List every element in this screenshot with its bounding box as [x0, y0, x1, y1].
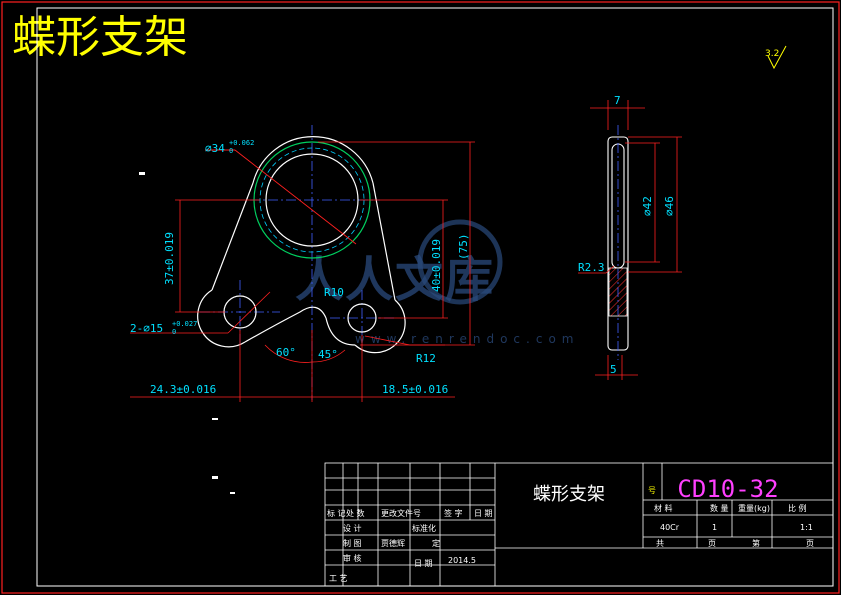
- tb-material: 40Cr: [660, 523, 680, 532]
- dim-holes-tol-lower: 0: [172, 328, 176, 336]
- tb-label-doc: 更改文件号: [381, 508, 421, 518]
- watermark-text: 人人文库: [295, 252, 496, 308]
- side-dim-46: ⌀46: [663, 196, 676, 216]
- side-dim-42: ⌀42: [641, 196, 654, 216]
- watermark-logo-icon: [417, 219, 503, 305]
- dim-18: 18.5±0.016: [382, 383, 448, 396]
- tb-scale: 1:1: [800, 523, 813, 532]
- tb-label-date: 日 期: [474, 509, 493, 518]
- tb-label-count: 处 数: [346, 508, 365, 518]
- title-block-drawing-no: CD10-32: [677, 475, 778, 503]
- tb-label-sign: 签 字: [444, 508, 463, 518]
- tb-page: 页: [708, 539, 716, 548]
- front-view-outline: [197, 136, 406, 354]
- svg-text:3.2: 3.2: [765, 49, 779, 59]
- tb-designer: 贾德辉: [381, 538, 405, 548]
- stray-marks: [139, 172, 235, 494]
- dim-holes: 2-⌀15: [130, 322, 163, 335]
- dim-holes-tol-upper: +0.027: [172, 320, 197, 328]
- dim-75: (75): [457, 234, 470, 261]
- watermark-url: www.renrendoc.com: [355, 332, 580, 346]
- side-dim-r23: R2.3: [578, 261, 605, 274]
- dim-bore-tol-upper: +0.062: [229, 139, 254, 147]
- tb-total: 共: [656, 539, 664, 548]
- side-dimension-lines: [578, 100, 682, 380]
- dim-45: 45°: [318, 348, 338, 361]
- title-block-grid: [324, 462, 834, 587]
- tb-sheet: 第: [752, 538, 760, 548]
- dim-37: 37±0.019: [163, 232, 176, 285]
- tb-quantity: 1: [712, 523, 717, 532]
- tb-weight-header: 重量(kg): [738, 503, 770, 513]
- tb-label-design: 设 计: [343, 523, 362, 533]
- front-dimension-lines: [130, 141, 475, 402]
- tb-label-standard: 标准化: [412, 523, 436, 533]
- dim-bore: ⌀34: [205, 142, 225, 155]
- dim-bore-tol-lower: 0: [229, 147, 233, 155]
- dim-60: 60°: [276, 346, 296, 359]
- dim-24: 24.3±0.016: [150, 383, 216, 396]
- tb-label-draw: 制 图: [343, 538, 362, 548]
- tb-page2: 页: [806, 539, 814, 548]
- tb-no-label: 号: [648, 486, 656, 495]
- tb-label-mark: 标 记: [327, 508, 346, 518]
- title-block-part-name: 蝶形支架: [533, 484, 605, 505]
- dim-r10: R10: [324, 286, 344, 299]
- drawing-title: 蝶形支架: [12, 12, 188, 63]
- tb-label-check: 审 核: [343, 553, 362, 563]
- tb-scale-header: 比 例: [788, 503, 807, 513]
- side-dim-5: 5: [610, 363, 617, 376]
- dim-r12: R12: [416, 352, 436, 365]
- tb-qty-header: 数 量: [710, 503, 729, 513]
- roughness-symbol-icon: 3.2: [765, 45, 787, 70]
- tb-label-fixed: 定: [432, 538, 440, 548]
- bore-leader: [234, 149, 357, 245]
- tb-label-process: 工 艺: [329, 574, 348, 583]
- tb-material-header: 材 料: [654, 503, 673, 513]
- tb-label-date2: 日 期: [414, 559, 433, 568]
- tb-date: 2014.5: [448, 556, 476, 565]
- side-dim-7: 7: [614, 94, 621, 107]
- bore-inner: [265, 153, 359, 247]
- dim-40: 40±0.019: [430, 239, 443, 292]
